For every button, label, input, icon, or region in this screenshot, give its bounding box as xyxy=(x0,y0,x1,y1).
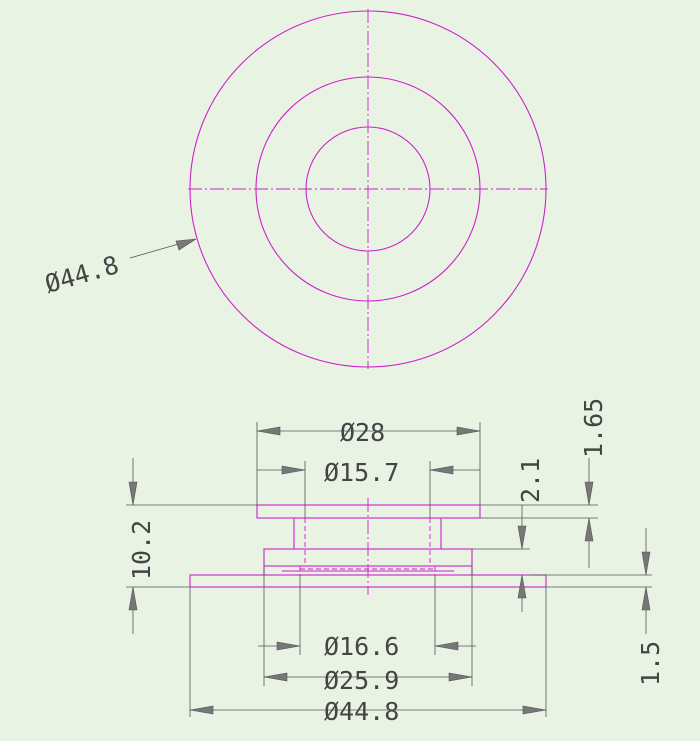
section-view xyxy=(189,498,547,595)
base-diameter-label: Ø44.8 xyxy=(324,697,399,726)
top-view: Ø44.8 xyxy=(42,9,548,369)
step-height-label: 2.1 xyxy=(516,458,545,503)
top-diameter-leader xyxy=(129,238,197,259)
overall-height-label: 10.2 xyxy=(127,520,156,580)
base-thickness-label: 1.5 xyxy=(636,641,665,686)
flange-thickness-label: 1.65 xyxy=(579,398,608,458)
hub-bore-diameter-label: Ø15.7 xyxy=(324,458,399,487)
leader-arrowhead xyxy=(175,238,197,251)
collar-bore-diameter-label: Ø16.6 xyxy=(324,632,399,661)
flange-outline xyxy=(256,504,481,519)
collar-diameter-label: Ø25.9 xyxy=(324,666,399,695)
top-outer-diameter-label: Ø44.8 xyxy=(42,250,122,299)
flange-diameter-label: Ø28 xyxy=(340,418,385,447)
dimension-layer: Ø28 Ø15.7 Ø16.6 Ø25.9 Ø44.8 xyxy=(126,398,665,726)
